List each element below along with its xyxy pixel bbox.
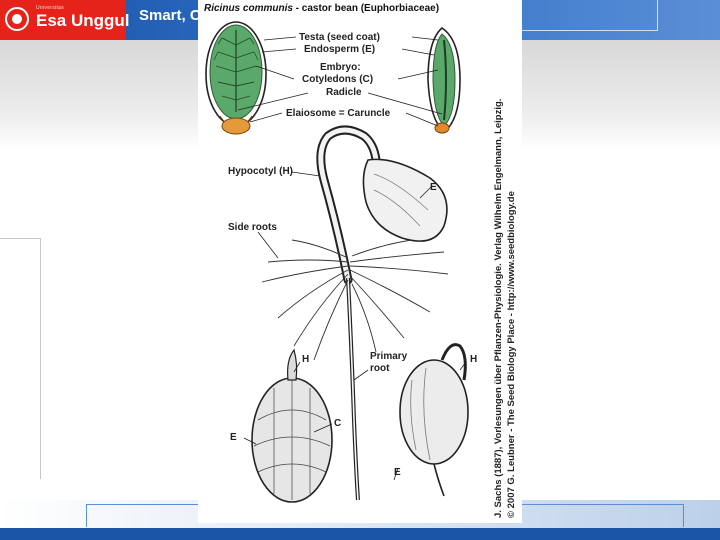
- footer-bar: [0, 528, 720, 540]
- seed-side-section-drawing: [427, 26, 461, 134]
- logo: Universitas Esa Unggul: [0, 0, 130, 40]
- botanical-illustration: [205, 21, 469, 503]
- logo-emblem-icon: [5, 7, 29, 31]
- germinating-seed-right-drawing: [399, 343, 469, 497]
- label-e-bottom: E: [394, 467, 401, 478]
- label-h-left: H: [302, 354, 310, 365]
- label-hypocotyl: Hypocotyl (H): [228, 166, 293, 177]
- label-c: C: [334, 418, 342, 429]
- label-side-roots: Side roots: [228, 222, 277, 233]
- label-radicle: Radicle: [326, 87, 362, 98]
- logo-text: Esa Unggul: [36, 11, 130, 30]
- side-roots-drawing: [261, 239, 449, 361]
- castor-bean-figure: Ricinus communis - castor bean (Euphorbi…: [198, 0, 522, 523]
- label-elaiosome: Elaiosome = Caruncle: [286, 108, 391, 119]
- header-divider-tick: [657, 0, 658, 31]
- label-h-right: H: [470, 354, 478, 365]
- label-primary-root-2: root: [370, 363, 390, 374]
- top-leader-lines: [237, 36, 443, 127]
- label-e-top: E: [430, 182, 437, 193]
- header-divider: [520, 30, 658, 31]
- logo-small-text: Universitas: [36, 5, 65, 11]
- seed-section-drawing: [205, 21, 267, 135]
- lower-leader-lines: [243, 171, 467, 481]
- figure-title-species: Ricinus communis: [204, 3, 293, 14]
- figure-title: Ricinus communis - castor bean (Euphorbi…: [204, 3, 439, 14]
- tagline: Smart, Cr: [139, 7, 207, 24]
- credit-line-1: J. Sachs (1887), Vorlesungen über Pflanz…: [493, 98, 504, 518]
- label-embryo: Embryo:: [320, 62, 361, 73]
- seedling-drawing: [316, 125, 448, 501]
- label-testa: Testa (seed coat): [299, 32, 380, 43]
- germinating-seed-left-drawing: [251, 348, 333, 503]
- label-primary-root-1: Primary: [370, 351, 408, 362]
- credit-line-2: © 2007 G. Leubner - The Seed Biology Pla…: [506, 191, 517, 518]
- left-frame-decoration: [0, 238, 41, 479]
- figure-title-rest: - castor bean (Euphorbiaceae): [292, 3, 440, 14]
- label-endosperm: Endosperm (E): [304, 44, 376, 55]
- label-cotyledons: Cotyledons (C): [302, 74, 374, 85]
- label-e-left: E: [230, 432, 237, 443]
